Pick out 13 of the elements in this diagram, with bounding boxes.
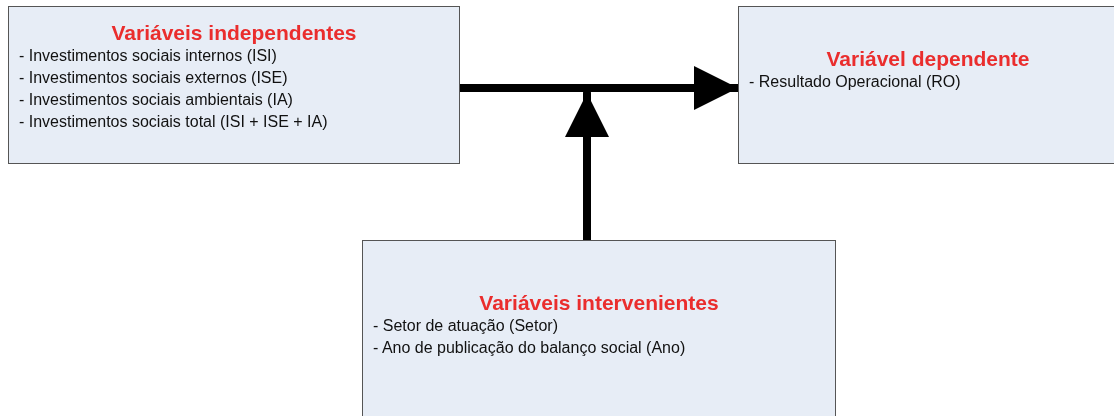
list-item: - Investimentos sociais externos (ISE) <box>18 68 289 88</box>
list-item: - Investimentos sociais total (ISI + ISE + IA) <box>18 112 329 132</box>
box-heading: Variáveis independentes <box>110 21 358 45</box>
box-heading: Variável dependente <box>825 47 1031 71</box>
list-item: - Setor de atuação (Setor) <box>372 316 559 336</box>
variable-box <box>738 6 1114 164</box>
variable-box <box>8 6 460 164</box>
list-item: - Ano de publicação do balanço social (Ano) <box>372 338 687 358</box>
variable-box <box>362 240 836 416</box>
list-item: - Resultado Operacional (RO) <box>748 72 962 92</box>
box-heading: Variáveis intervenientes <box>478 291 720 315</box>
list-item: - Investimentos sociais internos (ISI) <box>18 46 278 66</box>
list-item: - Investimentos sociais ambientais (IA) <box>18 90 294 110</box>
